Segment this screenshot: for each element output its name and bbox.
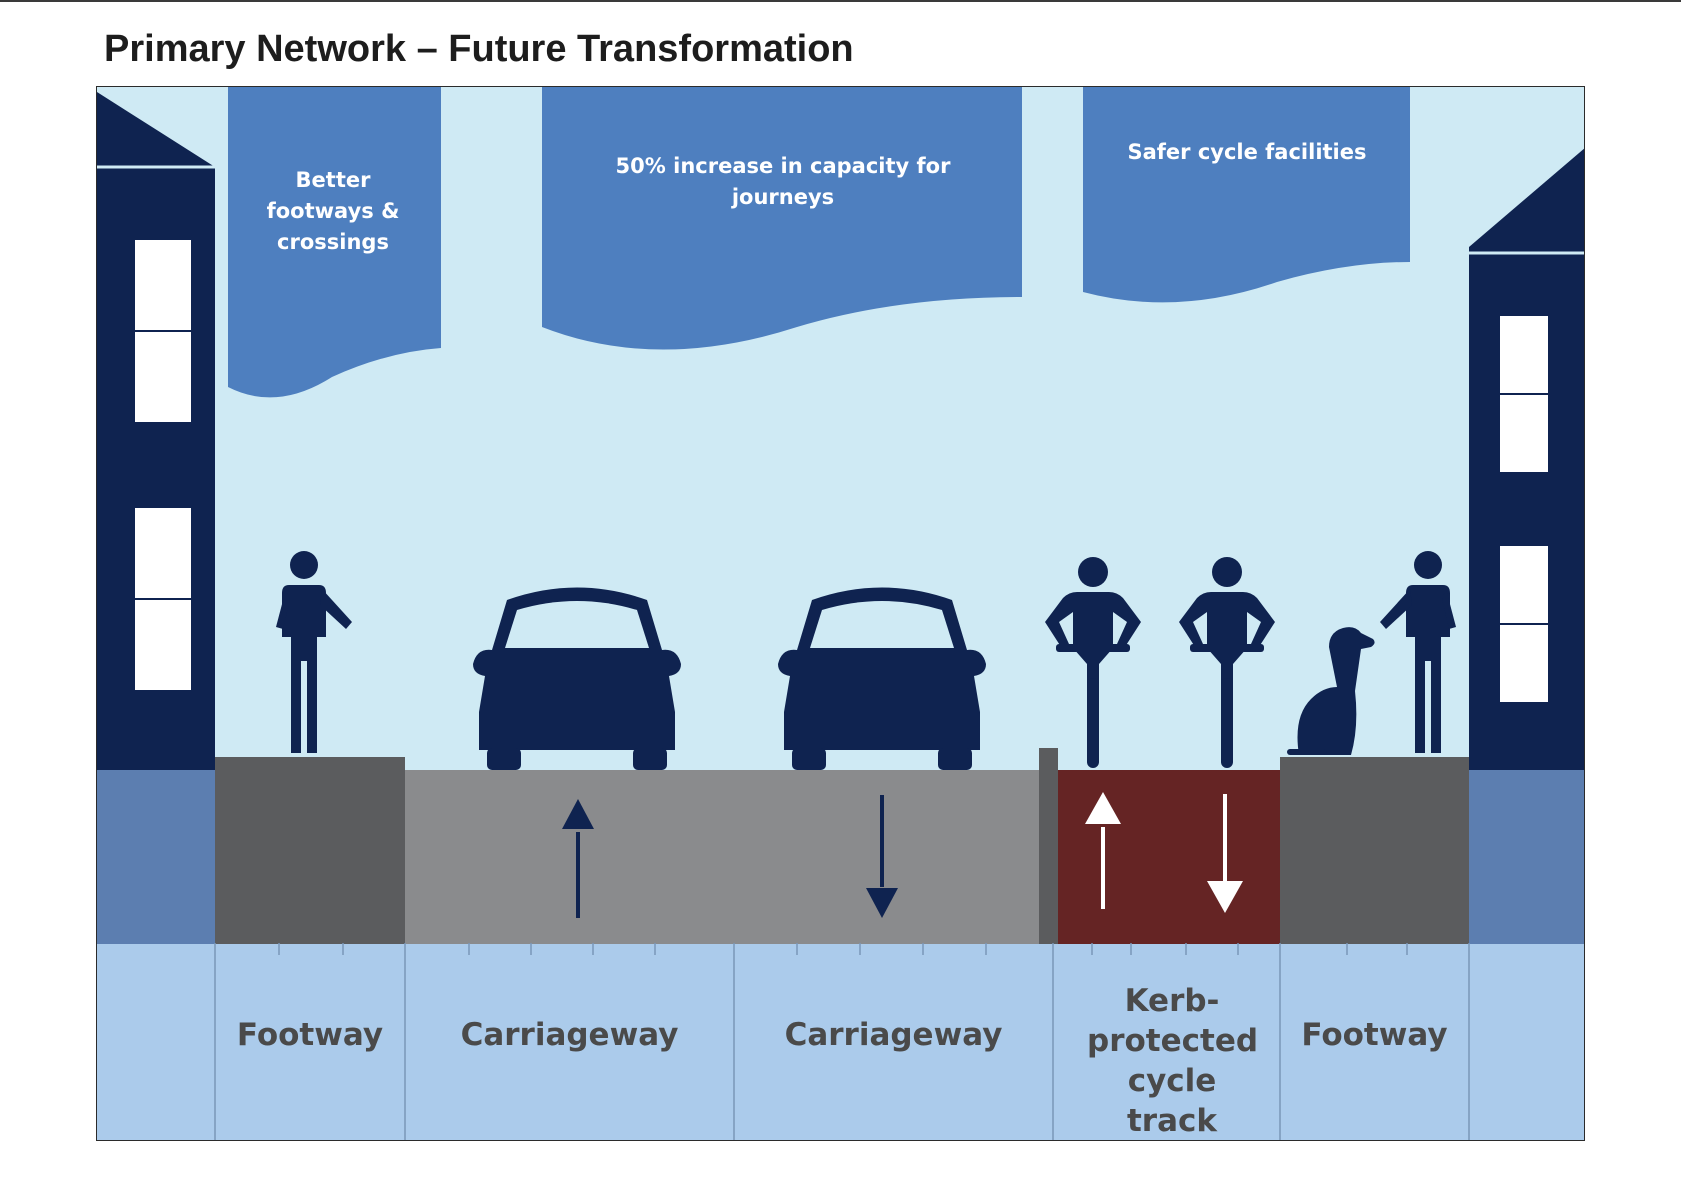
zone-label-footway-left: Footway <box>236 1017 384 1053</box>
footway-left-surface <box>215 757 405 944</box>
page-title: Primary Network – Future Transformation <box>104 28 854 70</box>
direction-arrow-icon <box>562 799 594 918</box>
top-rule <box>0 0 1681 2</box>
banner-footways <box>228 87 441 398</box>
direction-arrow-icon <box>1207 794 1243 913</box>
car-icon <box>778 587 986 770</box>
direction-arrow-icon <box>1085 792 1121 909</box>
direction-arrow-icon <box>866 795 898 918</box>
carriageway-surface <box>405 770 1039 944</box>
footway-right-surface <box>1280 757 1469 944</box>
left-building-base <box>97 770 215 944</box>
right-building-base <box>1469 770 1584 944</box>
banner-capacity <box>542 87 1022 350</box>
street-illustration <box>97 87 1584 1140</box>
kerb <box>1039 748 1058 944</box>
ground-band <box>97 943 1584 1140</box>
banner-capacity-label: 50% increase in capacity for journeys <box>615 154 951 209</box>
zone-label-cycle-track: Kerb-protected cycle track <box>1087 983 1259 1139</box>
car-icon <box>473 587 681 770</box>
banner-footways-label: Better footways & crossings <box>266 168 400 254</box>
banner-cycle-label: Safer cycle facilities <box>1127 140 1367 164</box>
zone-label-carriageway-1: Carriageway <box>460 1017 679 1053</box>
street-cross-section: Better footways & crossings 50% increase… <box>96 86 1585 1141</box>
dog-icon <box>1287 627 1375 755</box>
banner-cycle <box>1083 87 1410 303</box>
zone-label-carriageway-2: Carriageway <box>784 1017 1003 1053</box>
cycle-track-surface <box>1058 770 1280 944</box>
zone-label-footway-right: Footway <box>1301 1017 1448 1053</box>
